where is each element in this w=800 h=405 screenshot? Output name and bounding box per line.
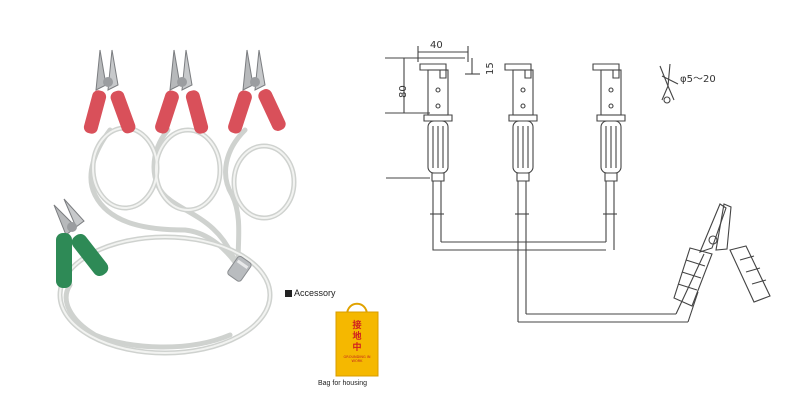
accessory-heading: Accessory — [285, 288, 336, 298]
square-bullet-icon — [285, 290, 292, 297]
clamp-range-label: φ5～20 — [680, 74, 716, 85]
dim-jaw-label: 15 — [485, 62, 496, 75]
grounding-cable-photo — [53, 49, 297, 356]
jaw-range-icon — [659, 63, 679, 104]
bag-char-2: 地 — [352, 332, 362, 342]
accessory-label: Accessory — [294, 288, 336, 298]
dim-width-label: 40 — [430, 40, 443, 51]
technical-drawing — [385, 46, 771, 323]
bag-small-text: GROUNDING IN WORK — [343, 355, 371, 363]
dim-height-label: 80 — [398, 85, 409, 98]
clamp-drawing-ground — [673, 203, 771, 323]
bag-char-3: 中 — [352, 343, 362, 353]
clamp-drawing-3 — [592, 63, 626, 250]
clamp-drawing-2 — [504, 63, 538, 322]
storage-bag — [335, 302, 379, 377]
clamp-drawing-1 — [419, 63, 453, 242]
bag-label-area: 接 地 中 GROUNDING IN WORK — [336, 305, 378, 377]
bag-char-1: 接 — [352, 321, 362, 331]
bag-caption: Bag for housing — [318, 380, 368, 387]
